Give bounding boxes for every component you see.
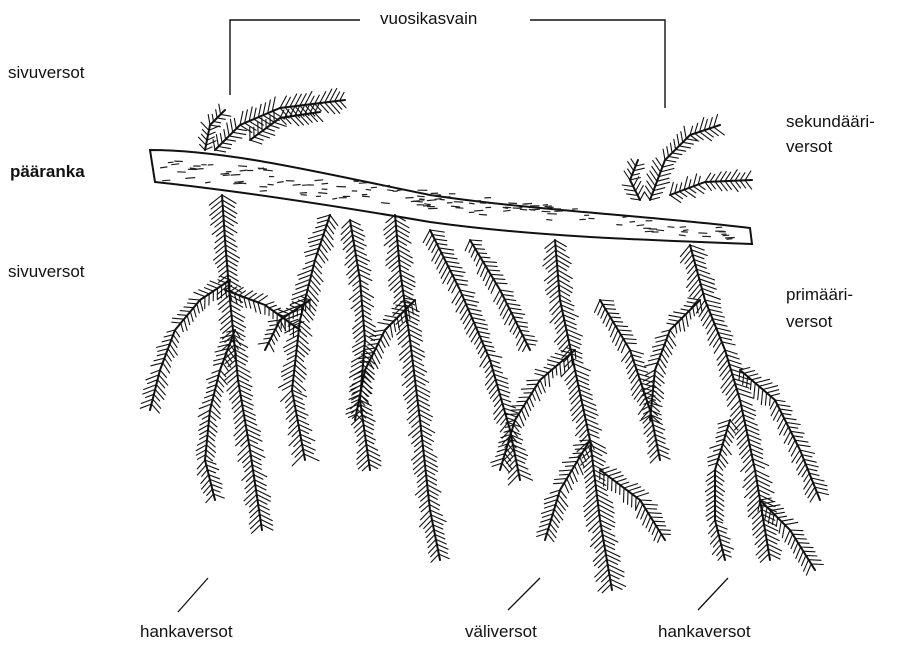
secondary-shoots-label-line1: sekundääri- xyxy=(786,112,875,132)
axillary-shoots-left-label: hankaversot xyxy=(140,622,233,642)
annual-growth-label: vuosikasvain xyxy=(380,9,477,29)
side-shoots-top-label: sivuversot xyxy=(8,63,85,83)
annual-growth-bracket xyxy=(230,20,665,108)
pointer-axillary-right xyxy=(698,578,728,610)
secondary-shoots-label-line2: versot xyxy=(786,137,832,157)
intermediate-shoots-label: väliversot xyxy=(465,622,537,642)
pointer-intermediate xyxy=(508,578,540,610)
primary-shoots-label-line1: primääri- xyxy=(786,285,853,305)
main-branch-illustration xyxy=(150,150,752,244)
main-branch-label: pääranka xyxy=(10,162,85,182)
axillary-shoots-right-label: hankaversot xyxy=(658,622,751,642)
primary-shoots-label-line2: versot xyxy=(786,312,832,332)
label-pointers xyxy=(178,578,728,612)
pointer-axillary-left xyxy=(178,578,208,612)
side-shoots-bottom-label: sivuversot xyxy=(8,262,85,282)
